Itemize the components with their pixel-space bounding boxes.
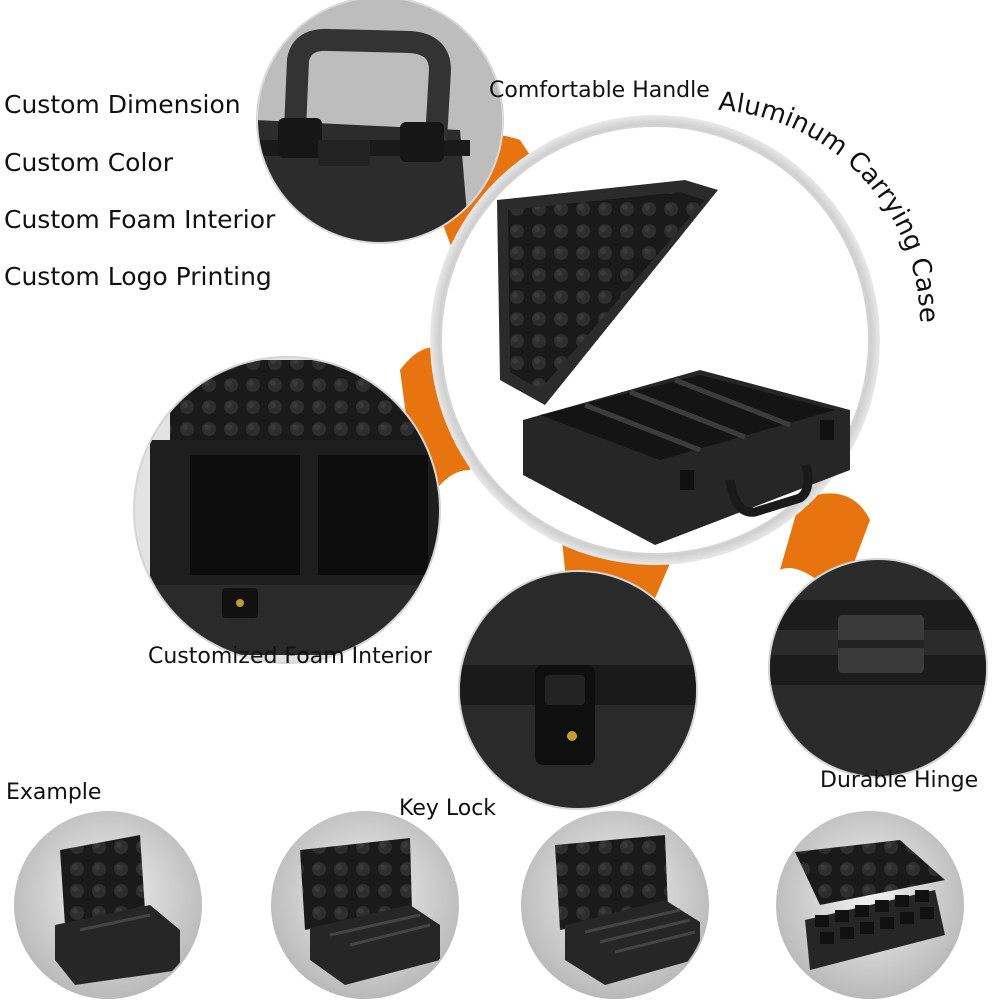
example-case-2 — [271, 811, 459, 999]
example-heading: Example — [6, 780, 102, 805]
feature-item: Custom Dimension — [4, 90, 241, 119]
feature-item: Custom Color — [4, 148, 173, 177]
foam-callout: Customized Foam Interior — [148, 644, 432, 669]
feature-item: Custom Logo Printing — [4, 262, 272, 291]
hinge-detail-image — [768, 558, 988, 778]
feature-item: Custom Foam Interior — [4, 205, 276, 234]
example-case-4 — [776, 811, 964, 999]
lock-detail-image — [458, 570, 698, 810]
foam-detail-image — [133, 356, 441, 664]
hinge-callout: Durable Hinge — [820, 768, 979, 793]
lock-callout: Key Lock — [399, 796, 497, 821]
handle-callout: Comfortable Handle — [489, 78, 710, 103]
example-case-3 — [521, 811, 709, 999]
example-thumbnails — [14, 811, 964, 999]
example-case-1 — [14, 811, 202, 999]
handle-detail-image — [256, 0, 504, 244]
hero-case-image — [430, 115, 880, 565]
